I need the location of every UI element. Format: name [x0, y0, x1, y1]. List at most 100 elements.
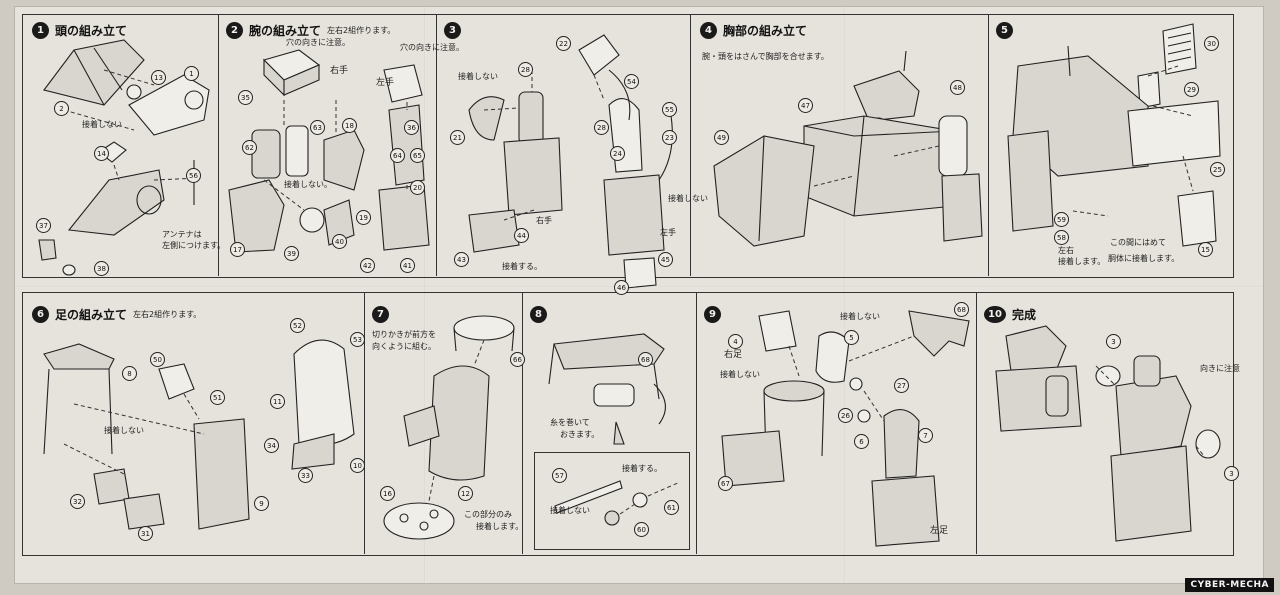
- part-number: 59: [1054, 212, 1069, 227]
- note-text: 向くように組む。: [372, 342, 436, 351]
- part-number: 45: [658, 252, 673, 267]
- step-divider: [218, 14, 220, 276]
- part-number: 20: [410, 180, 425, 195]
- part-number: 24: [610, 146, 625, 161]
- step-divider: [976, 292, 978, 554]
- arm-assembly-drawing: [228, 49, 430, 253]
- part-number: 25: [1210, 162, 1225, 177]
- part-number: 47: [798, 98, 813, 113]
- part-number: 44: [514, 228, 529, 243]
- step-number: 3: [444, 22, 461, 39]
- bottom-row-frame: [22, 292, 1234, 556]
- detail-inset-box: [534, 452, 690, 550]
- detail-inset-drawing: [554, 480, 681, 526]
- note-text: 左側につけます。: [162, 241, 226, 250]
- note-text: 左足: [930, 526, 949, 536]
- part-number: 51: [210, 390, 225, 405]
- part-number: 48: [950, 80, 965, 95]
- note-text: 接着します。: [476, 522, 524, 531]
- step-number: 1: [32, 22, 49, 39]
- part-number: 17: [230, 242, 245, 257]
- note-text: 接着しない: [458, 72, 498, 81]
- part-number: 55: [662, 102, 677, 117]
- part-number: 68: [638, 352, 653, 367]
- part-number: 67: [718, 476, 733, 491]
- step-9-heading: 9: [704, 306, 721, 323]
- note-text: 左手: [660, 228, 676, 237]
- leg-assembly-drawing: [43, 339, 355, 530]
- note-text: おきます。: [560, 430, 600, 439]
- part-number: 30: [1204, 36, 1219, 51]
- part-number: 37: [36, 218, 51, 233]
- note-text: 接着しない: [720, 370, 760, 379]
- part-number: 13: [151, 70, 166, 85]
- part-number: 31: [138, 526, 153, 541]
- step-title: 頭の組み立て: [55, 24, 128, 38]
- step-number: 7: [372, 306, 389, 323]
- step-1-heading: 1 頭の組み立て: [32, 22, 127, 39]
- fold-line: [844, 6, 846, 584]
- note-text: 接着しない: [550, 506, 590, 515]
- step-5-heading: 5: [996, 22, 1013, 39]
- part-number: 16: [380, 486, 395, 501]
- winch-assembly-drawing: [548, 333, 666, 445]
- part-number: 40: [332, 234, 347, 249]
- part-number: 26: [838, 408, 853, 423]
- note-text: 接着しない: [840, 312, 880, 321]
- part-number: 52: [290, 318, 305, 333]
- step-number: 9: [704, 306, 721, 323]
- step-8-heading: 8: [530, 306, 547, 323]
- step-3-heading: 3: [444, 22, 461, 39]
- step-number: 6: [32, 306, 49, 323]
- note-text: 接着しない。: [284, 180, 332, 189]
- part-number: 27: [894, 378, 909, 393]
- note-text: 左右: [1058, 246, 1074, 255]
- note-text: アンテナは: [162, 230, 202, 239]
- part-number: 28: [594, 120, 609, 135]
- part-number: 38: [94, 261, 109, 276]
- part-number: 4: [728, 334, 743, 349]
- note-text: この間にはめて: [1110, 238, 1166, 247]
- step-title: 胸部の組み立て: [723, 24, 808, 38]
- note-text: 胴体に接着します。: [1108, 254, 1180, 263]
- part-number: 8: [122, 366, 137, 381]
- part-number: 64: [390, 148, 405, 163]
- note-text: 左手: [376, 78, 395, 88]
- torso-assembly-drawing: [1007, 23, 1221, 247]
- step-number: 5: [996, 22, 1013, 39]
- part-number: 11: [270, 394, 285, 409]
- part-number: 22: [556, 36, 571, 51]
- fold-line: [424, 6, 426, 584]
- note-text: 右手: [536, 216, 552, 225]
- part-number: 5: [844, 330, 859, 345]
- hip-assembly-drawing: [721, 310, 970, 547]
- chest-assembly-drawing: [713, 50, 983, 247]
- part-number: 65: [410, 148, 425, 163]
- part-number: 50: [150, 352, 165, 367]
- note-text: 穴の向きに注意。: [286, 38, 350, 47]
- part-number: 14: [94, 146, 109, 161]
- part-number: 57: [552, 468, 567, 483]
- part-number: 41: [400, 258, 415, 273]
- foot-assembly-drawing: [383, 315, 515, 540]
- note-text: 右手: [330, 66, 349, 76]
- part-number: 58: [1054, 230, 1069, 245]
- part-number: 46: [614, 280, 629, 295]
- instruction-sheet: 1 頭の組み立て 13 1 2 14 56 37 38 接着しない アンテナは …: [14, 6, 1264, 584]
- part-number: 9: [254, 496, 269, 511]
- part-number: 12: [458, 486, 473, 501]
- part-number: 15: [1198, 242, 1213, 257]
- step-subtitle: 左右2組作ります。: [327, 26, 396, 35]
- part-number: 35: [238, 90, 253, 105]
- part-number: 29: [1184, 82, 1199, 97]
- step-divider: [696, 292, 698, 554]
- part-number: 66: [510, 352, 525, 367]
- note-text: 接着しない: [668, 194, 708, 203]
- part-number: 36: [404, 120, 419, 135]
- step-title: 腕の組み立て: [249, 24, 322, 38]
- part-number: 7: [918, 428, 933, 443]
- part-number: 6: [854, 434, 869, 449]
- note-text: 接着する。: [622, 464, 662, 473]
- part-number: 2: [54, 101, 69, 116]
- note-text: 接着しない: [104, 426, 144, 435]
